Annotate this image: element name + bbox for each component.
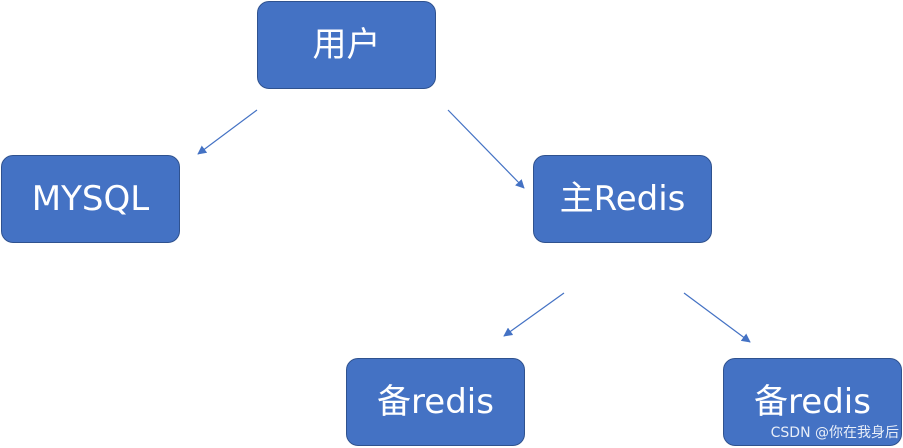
node-backup-redis-2: 备redis [723,358,902,446]
node-mysql: MYSQL [1,155,180,243]
watermark: CSDN @你在我身后 [770,425,899,441]
arrow-master-to-backup-2 [683,292,751,343]
node-backup-redis-1: 备redis [346,358,525,446]
node-user-label: 用户 [312,25,381,65]
arrow-user-to-mysql [197,109,258,155]
node-backup-redis-2-label: 备redis [754,382,871,422]
node-master-redis: 主Redis [533,155,712,243]
node-user: 用户 [257,1,436,89]
arrow-user-to-master-redis [447,109,525,189]
node-master-redis-label: 主Redis [559,179,686,219]
node-backup-redis-1-label: 备redis [377,382,494,422]
arrow-master-to-backup-1 [503,292,565,337]
node-mysql-label: MYSQL [31,179,150,219]
